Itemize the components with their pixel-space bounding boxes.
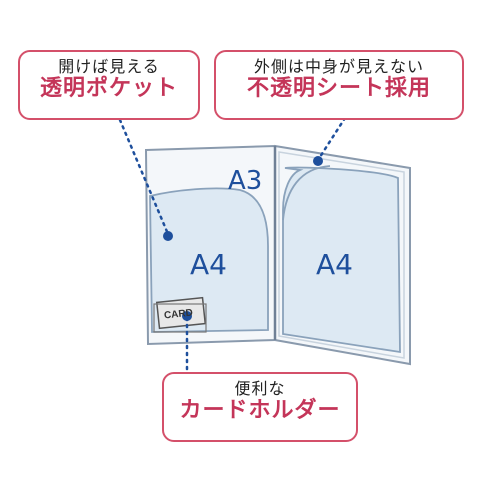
card-holder-window xyxy=(153,303,207,333)
callout-card-holder-line2: カードホルダー xyxy=(179,398,341,423)
leader-dot-card xyxy=(182,311,192,321)
leader-dot-opaque xyxy=(313,156,323,166)
callout-transparent-pocket: 開けば見える 透明ポケット xyxy=(18,50,200,120)
right-pocket xyxy=(282,166,401,354)
callout-transparent-pocket-line2: 透明ポケット xyxy=(39,76,178,101)
callout-card-holder: 便利な カードホルダー xyxy=(162,372,358,442)
callout-card-holder-line1: 便利な xyxy=(234,379,286,398)
leader-line-pocket xyxy=(118,118,170,236)
card-slot xyxy=(155,296,207,330)
label-a3: A3 xyxy=(228,166,263,196)
leader-line-opaque xyxy=(316,116,347,162)
callout-transparent-pocket-line1: 開けば見える xyxy=(58,57,160,76)
callout-opaque-sheet-line2: 不透明シート採用 xyxy=(246,76,431,101)
leader-dot-pocket xyxy=(163,231,173,241)
callout-opaque-sheet-line1: 外側は中身が見えない xyxy=(253,57,424,76)
callout-opaque-sheet: 外側は中身が見えない 不透明シート採用 xyxy=(214,50,464,120)
left-pocket xyxy=(149,187,269,333)
label-a4-left: A4 xyxy=(190,248,227,281)
label-a4-right: A4 xyxy=(316,248,353,281)
